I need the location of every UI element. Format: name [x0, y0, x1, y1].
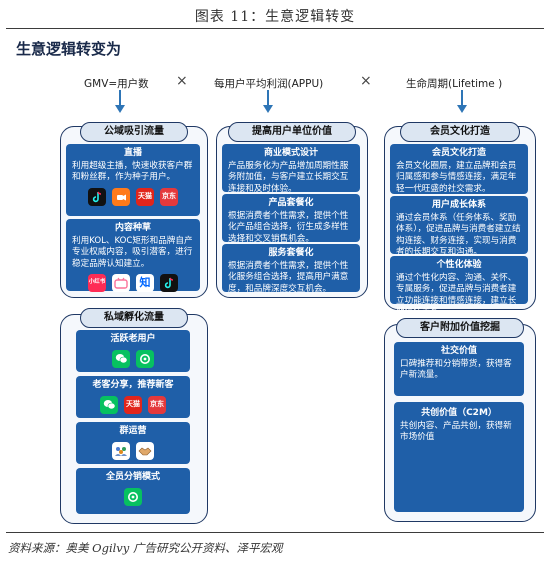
personalized-box: 个性化体验 通过个性化内容、沟通、关怀、专属服务，促进品牌与消费者建立功能连接和… — [390, 256, 528, 317]
main-title: 生意逻辑转变为 — [16, 40, 122, 58]
cocreation-value-box: 共创价值（C2M） 共创内容、产品共创，获得新市场价值 — [394, 402, 524, 512]
business-model-text: 产品服务化为产品增加周期性服务附加值，与客户建立长期交互连接和及时体验。 — [228, 160, 349, 194]
wechat-moments-icon — [124, 487, 142, 506]
down-arrow-icon — [115, 90, 125, 113]
social-value-text: 口碑推荐和分销带货，获得客户新流量。 — [400, 358, 512, 381]
group-ops-title: 群运营 — [119, 426, 147, 436]
pill-added-value: 客户附加价值挖掘 — [396, 318, 524, 338]
personalized-text: 通过个性化内容、沟通、关怀、专属服务，促进品牌与消费者建立功能连接和情感连接，建… — [396, 272, 517, 318]
formula-gmv: GMV=用户数 — [84, 78, 149, 90]
member-culture-title: 会员文化打造 — [431, 148, 486, 158]
jd-icon: 京东 — [160, 187, 178, 206]
active-users-title: 活跃老用户 — [110, 334, 156, 344]
down-arrow-icon — [457, 90, 467, 113]
business-model-title: 商业模式设计 — [263, 148, 318, 158]
business-model-box: 商业模式设计 产品服务化为产品增加周期性服务附加值，与客户建立长期交互连接和及时… — [222, 144, 360, 194]
service-bundle-box: 服务套餐化 根据消费者个性需求，提供个性化服务组合选择，提高用户满意度，和品牌深… — [222, 244, 360, 294]
service-bundle-text: 根据消费者个性需求，提供个性化服务组合选择，提高用户满意度，和品牌深度交互机会。 — [228, 260, 349, 294]
kuaishou-icon — [112, 187, 130, 206]
xiaohongshu-icon: 小红书 — [88, 274, 106, 292]
douyin-icon — [160, 274, 178, 292]
douyin-icon — [88, 187, 106, 206]
content-seeding-text: 利用KOL、KOC矩形和品牌自产专业权威内容，吸引潜客，进行稳定品牌认知建立。 — [72, 235, 193, 269]
content-seeding-title: 内容种草 — [114, 223, 151, 233]
product-bundle-text: 根据消费者个性需求，提供个性化产品组合选择，衍生成多样性选择和交叉销售机会。 — [228, 210, 349, 244]
bottom-rule — [6, 532, 544, 533]
livestream-box: 直播 利用超级主播，快速收获客户群和粉丝群，作为种子用户。 天猫 京东 — [66, 144, 200, 216]
tmall-icon: 天猫 — [136, 187, 154, 206]
handshake-icon — [136, 441, 154, 460]
source-note: 资料来源：奥美 Ogilvy 广告研究公开资料、泽平宏观 — [8, 541, 283, 555]
content-seeding-box: 内容种草 利用KOL、KOC矩形和品牌自产专业权威内容，吸引潜客，进行稳定品牌认… — [66, 219, 200, 292]
group-icon — [112, 441, 130, 460]
group-ops-box: 群运营 — [76, 422, 190, 464]
figure-title: 图表 11：生意逻辑转变 — [194, 9, 356, 25]
social-value-title: 社交价值 — [440, 346, 477, 356]
times-sign: × — [360, 73, 372, 89]
pill-membership: 会员文化打造 — [400, 122, 520, 142]
top-rule — [6, 28, 544, 29]
zhihu-icon: 知 — [136, 274, 154, 292]
tmall-icon: 天猫 — [124, 395, 142, 414]
wechat-moments-icon — [136, 349, 154, 368]
cocreation-value-text: 共创内容、产品共创，获得新市场价值 — [400, 420, 512, 443]
pill-unit-value: 提高用户单位价值 — [228, 122, 356, 142]
member-culture-text: 会员文化圈层，建立品牌和会员归属感和参与情感连接，满足年轻一代旺盛的社交需求。 — [396, 160, 517, 194]
distribution-box: 全员分销模式 — [76, 468, 190, 514]
user-growth-title: 用户成长体系 — [431, 200, 486, 210]
livestream-title: 直播 — [123, 148, 142, 158]
wechat-icon — [100, 395, 118, 414]
personalized-title: 个性化体验 — [436, 260, 482, 270]
down-arrow-icon — [263, 90, 273, 113]
user-growth-text: 通过会员体系（任务体系、奖励体系），促进品牌与消费者建立结构连接、财务连接，实现… — [396, 212, 521, 258]
product-bundle-title: 产品套餐化 — [268, 198, 314, 208]
times-sign: × — [176, 73, 188, 89]
user-growth-box: 用户成长体系 通过会员体系（任务体系、奖励体系），促进品牌与消费者建立结构连接、… — [390, 196, 528, 257]
pill-public-traffic: 公域吸引流量 — [80, 122, 188, 142]
product-bundle-box: 产品套餐化 根据消费者个性需求，提供个性化产品组合选择，衍生成多样性选择和交叉销… — [222, 194, 360, 244]
referral-box: 老客分享，推荐新客 天猫 京东 — [76, 376, 190, 418]
cocreation-value-title: 共创价值（C2M） — [421, 408, 497, 418]
formula-lifetime: 生命周期(Lifetime ) — [406, 78, 503, 90]
distribution-title: 全员分销模式 — [105, 472, 160, 482]
social-value-box: 社交价值 口碑推荐和分销带货，获得客户新流量。 — [394, 342, 524, 396]
pill-private-traffic: 私域孵化流量 — [80, 308, 188, 328]
member-culture-box: 会员文化打造 会员文化圈层，建立品牌和会员归属感和参与情感连接，满足年轻一代旺盛… — [390, 144, 528, 194]
livestream-text: 利用超级主播，快速收获客户群和粉丝群，作为种子用户。 — [72, 160, 193, 183]
formula-appu: 每用户平均利润(APPU) — [214, 78, 324, 90]
referral-title: 老客分享，推荐新客 — [92, 380, 174, 390]
bilibili-icon — [112, 274, 130, 292]
service-bundle-title: 服务套餐化 — [268, 248, 314, 258]
jd-icon: 京东 — [148, 395, 166, 414]
wechat-icon — [112, 349, 130, 368]
active-users-box: 活跃老用户 — [76, 330, 190, 372]
